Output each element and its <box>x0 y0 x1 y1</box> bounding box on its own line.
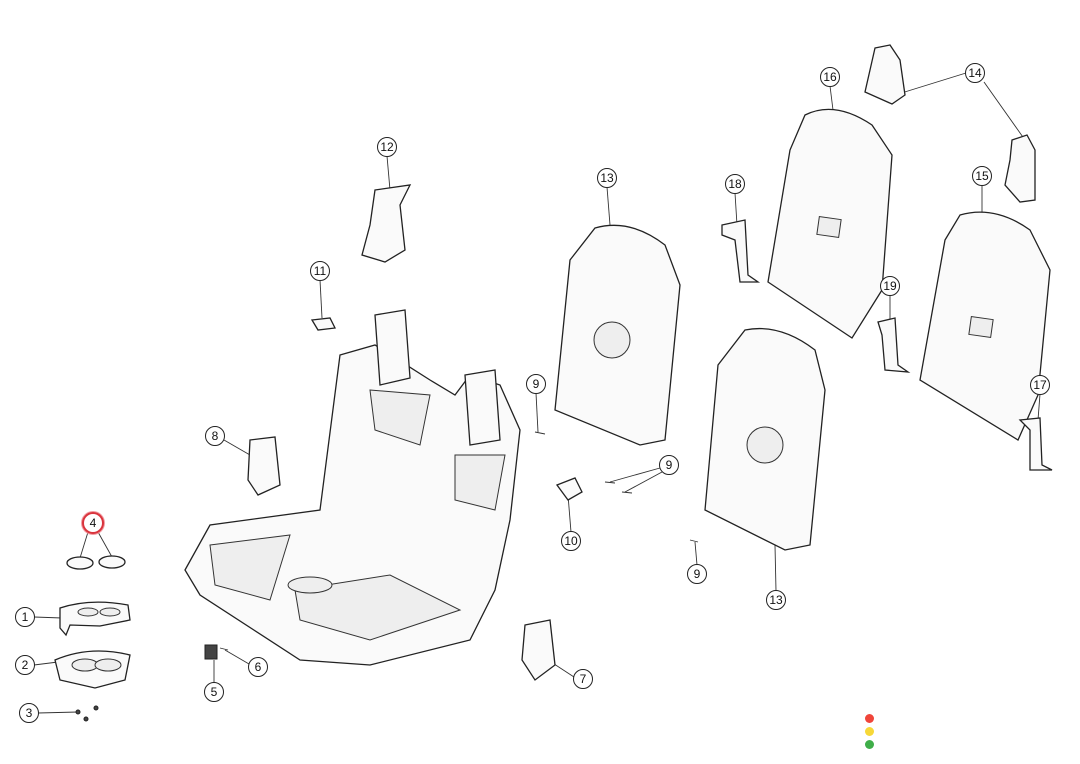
callout-12[interactable]: 12 <box>377 137 397 157</box>
callout-1[interactable]: 1 <box>15 607 35 627</box>
part-15-backrest-panel[interactable] <box>919 211 1051 441</box>
callout-8[interactable]: 8 <box>205 426 225 446</box>
seat-assembly <box>184 309 521 666</box>
part-3-screws[interactable] <box>75 705 99 722</box>
callout-9-b[interactable]: 9 <box>659 455 679 475</box>
yellow-status-dot <box>865 727 874 736</box>
part-9-screw[interactable] <box>534 431 699 543</box>
callout-7[interactable]: 7 <box>573 669 593 689</box>
callout-16[interactable]: 16 <box>820 67 840 87</box>
part-14-clip-lower[interactable] <box>1004 134 1036 203</box>
part-8-cover[interactable] <box>247 436 281 496</box>
red-status-dot <box>865 714 874 723</box>
part-18-bracket[interactable] <box>721 219 761 283</box>
callout-14[interactable]: 14 <box>965 63 985 83</box>
callout-19[interactable]: 19 <box>880 276 900 296</box>
green-status-dot <box>865 740 874 749</box>
callout-15[interactable]: 15 <box>972 166 992 186</box>
part-4-caps[interactable] <box>66 555 126 570</box>
part-11-clip[interactable] <box>310 317 336 331</box>
part-1-cupholder-trim[interactable] <box>59 601 131 637</box>
part-17-bracket[interactable] <box>1018 417 1053 471</box>
part-14-clip-upper[interactable] <box>864 44 906 105</box>
callout-17[interactable]: 17 <box>1030 375 1050 395</box>
callout-13-upper[interactable]: 13 <box>597 168 617 188</box>
part-13-backrest-frame-lower[interactable] <box>704 327 826 551</box>
callout-18[interactable]: 18 <box>725 174 745 194</box>
callout-9-a[interactable]: 9 <box>526 374 546 394</box>
part-7-cover[interactable] <box>521 619 556 681</box>
part-19-bracket[interactable] <box>877 317 911 373</box>
callout-9-c[interactable]: 9 <box>687 564 707 584</box>
callout-4-selected[interactable]: 4 <box>82 512 104 534</box>
callout-11[interactable]: 11 <box>310 261 330 281</box>
part-12-cover[interactable] <box>361 184 412 263</box>
part-2-cupholder[interactable] <box>54 650 131 689</box>
part-16-backrest-panel[interactable] <box>767 108 893 339</box>
part-10-clip[interactable] <box>555 477 583 501</box>
callout-6[interactable]: 6 <box>248 657 268 677</box>
callout-13-lower[interactable]: 13 <box>766 590 786 610</box>
callout-2[interactable]: 2 <box>15 655 35 675</box>
callout-5[interactable]: 5 <box>204 682 224 702</box>
callout-3[interactable]: 3 <box>19 703 39 723</box>
part-13-backrest-frame-upper[interactable] <box>554 224 681 446</box>
callout-10[interactable]: 10 <box>561 531 581 551</box>
part-6-5-latch[interactable] <box>204 644 229 660</box>
